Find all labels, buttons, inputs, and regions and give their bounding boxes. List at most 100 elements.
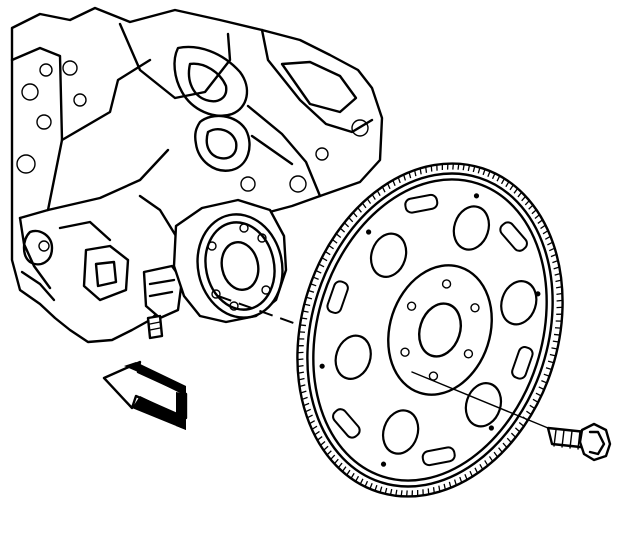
ring-tooth	[298, 377, 305, 381]
ring-tooth	[348, 217, 354, 223]
engine-block	[10, 6, 384, 344]
flexplate	[296, 162, 564, 498]
ring-tooth	[549, 353, 556, 357]
ring-tooth	[496, 175, 501, 182]
ring-tooth	[341, 466, 347, 472]
ring-tooth	[535, 392, 542, 397]
ring-tooth	[419, 168, 422, 175]
ring-tooth	[413, 170, 417, 177]
ring-tooth	[374, 484, 378, 492]
converter-slot	[404, 193, 439, 214]
hub-bolt-hole	[406, 301, 417, 311]
ring-tooth	[472, 165, 476, 173]
ring-tooth	[339, 227, 346, 233]
ring-tooth	[537, 219, 544, 224]
ring-tooth	[305, 408, 312, 413]
ring-tooth	[555, 279, 562, 283]
ring-tooth	[544, 235, 551, 240]
converter-slot	[511, 346, 534, 380]
ring-tooth	[524, 200, 530, 206]
ring-tooth	[493, 451, 499, 458]
ring-tooth	[397, 177, 401, 184]
ring-tooth	[487, 170, 491, 177]
ring-tooth	[371, 194, 376, 200]
ring-tooth	[330, 454, 336, 460]
ring-tooth	[355, 475, 360, 482]
ring-tooth	[482, 168, 486, 176]
ring-tooth	[531, 209, 537, 215]
ring-tooth	[502, 442, 508, 449]
ring-tooth	[369, 483, 373, 490]
ring-tooth	[529, 404, 536, 410]
ring-tooth	[333, 458, 339, 465]
ring-tooth	[379, 486, 383, 493]
ring-tooth	[331, 238, 338, 244]
ring-tooth	[448, 481, 452, 488]
ring-tooth	[488, 456, 494, 462]
ring-tooth	[297, 358, 304, 361]
ring-tooth	[514, 427, 521, 433]
ring-tooth	[406, 490, 408, 497]
ring-tooth	[553, 266, 560, 270]
ring-tooth	[555, 286, 563, 289]
ring-tooth	[314, 430, 320, 436]
ring-tooth	[538, 386, 545, 391]
ring-tooth	[408, 172, 412, 179]
ring-tooth	[364, 480, 369, 487]
ring-tooth	[299, 384, 306, 388]
ring-tooth	[553, 333, 561, 336]
ring-tooth	[528, 204, 534, 210]
ring-tooth	[395, 489, 398, 496]
converter-slot	[332, 408, 361, 439]
ring-tooth	[548, 247, 555, 252]
lightening-hole	[369, 232, 408, 278]
ring-tooth	[326, 450, 332, 456]
converter-slot	[326, 280, 349, 314]
converter-slot	[421, 446, 456, 467]
ring-tooth	[323, 445, 329, 451]
hub-bolt-hole	[428, 371, 439, 381]
crankshaft-flange	[172, 198, 288, 324]
ring-tooth	[534, 214, 540, 220]
ring-tooth	[551, 347, 558, 350]
ring-tooth	[513, 188, 519, 194]
ring-tooth	[299, 324, 307, 327]
ring-tooth	[545, 367, 552, 371]
rim-holes	[319, 193, 541, 467]
ring-tooth	[400, 490, 403, 497]
ring-tooth	[479, 463, 484, 470]
ring-tooth	[361, 202, 367, 209]
ring-tooth	[321, 257, 328, 262]
ring-tooth	[510, 432, 517, 438]
ring-tooth	[335, 233, 342, 239]
ring-tooth	[541, 380, 548, 384]
hub-bolt-hole	[463, 349, 474, 359]
ring-tooth	[453, 479, 457, 486]
ring-tooth	[467, 164, 471, 172]
ring-tooth	[324, 250, 331, 256]
ring-tooth	[320, 440, 326, 446]
lightening-hole	[334, 334, 372, 380]
ring-tooth	[491, 173, 496, 180]
ring-tooth	[389, 488, 393, 496]
lightening-hole	[381, 409, 420, 455]
lightening-hole	[500, 280, 538, 326]
ring-tooth	[316, 436, 323, 441]
ring-tooth	[477, 167, 481, 174]
ring-tooth	[312, 276, 319, 280]
ring-tooth	[366, 198, 372, 204]
ring-tooth	[305, 296, 313, 300]
lightening-hole	[464, 382, 503, 428]
ring-tooth	[350, 472, 355, 479]
ring-tooth	[517, 191, 523, 198]
ring-tooth	[301, 396, 308, 401]
ring-tooth	[498, 447, 503, 453]
ring-tooth	[464, 473, 468, 481]
ring-tooth	[552, 259, 559, 264]
converter-slot	[499, 221, 528, 252]
ring-tooth	[505, 181, 510, 188]
ring-tooth	[521, 195, 527, 202]
ring-tooth	[459, 476, 463, 483]
converter-slots	[326, 193, 534, 467]
